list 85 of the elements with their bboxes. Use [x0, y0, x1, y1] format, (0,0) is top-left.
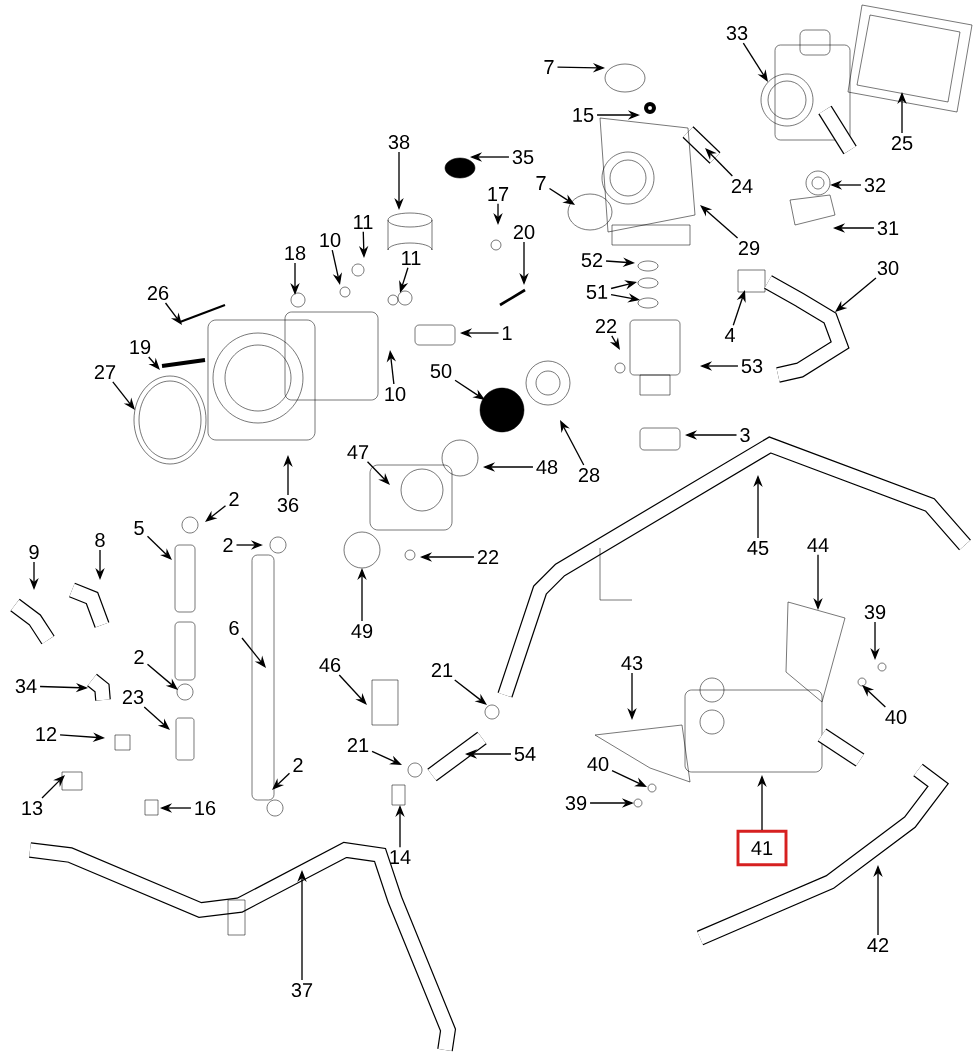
- callout-number: 7: [544, 60, 554, 74]
- callout-number: 2: [134, 650, 144, 664]
- callout-number: 25: [891, 135, 913, 151]
- leader-line: [143, 706, 170, 730]
- callout-number: 11: [402, 251, 421, 265]
- callout-number: 11: [354, 215, 373, 229]
- leader-line: [272, 772, 291, 790]
- callout-number: 3: [740, 427, 750, 443]
- callout-number: 47: [347, 445, 369, 459]
- leader-line: [148, 356, 160, 370]
- callout-number: 20: [513, 224, 535, 240]
- callout-number: 48: [536, 459, 558, 475]
- callout-number: 37: [291, 982, 313, 998]
- callout-number: 36: [277, 497, 299, 513]
- callout-number: 39: [565, 795, 587, 811]
- callout-number: 21: [347, 738, 369, 752]
- callout-number: 15: [573, 108, 594, 122]
- leader-line: [112, 381, 135, 410]
- callout-number: 27: [94, 365, 116, 379]
- callout-number: 52: [581, 252, 603, 268]
- leader-line: [560, 420, 585, 466]
- callout-number: 34: [15, 678, 37, 694]
- callout-number: 5: [134, 521, 144, 535]
- callout-number: 44: [807, 538, 829, 552]
- leader-line: [338, 674, 367, 705]
- callout-number: 32: [864, 177, 886, 193]
- callout-number: 42: [867, 938, 889, 952]
- callout-number: 8: [95, 532, 105, 548]
- callout-number: 38: [388, 134, 410, 150]
- callout-number: 2: [293, 758, 303, 772]
- callout-number: 16: [195, 800, 216, 816]
- callout-number: 21: [431, 663, 453, 677]
- callout-number: 45: [747, 541, 769, 555]
- leader-line: [164, 302, 182, 325]
- callout-number: 14: [390, 850, 411, 864]
- callout-number: 18: [285, 245, 306, 261]
- callout-number: 30: [877, 260, 899, 276]
- callout-number: 26: [147, 285, 169, 301]
- callout-number: 33: [726, 25, 748, 41]
- callout-number: 46: [319, 657, 341, 673]
- callout-number: 40: [885, 709, 907, 725]
- callout-number: 50: [430, 363, 452, 379]
- leader-line: [705, 148, 733, 177]
- callout-number: 51: [586, 285, 608, 299]
- callout-number: 35: [512, 149, 534, 165]
- callout-number: 28: [578, 467, 600, 483]
- callout-number: 22: [477, 550, 499, 564]
- callout-number: 7: [536, 176, 546, 190]
- callout-number: 2: [229, 492, 239, 506]
- callout-number: 13: [22, 800, 43, 816]
- leader-line: [241, 637, 266, 668]
- callout-number: 49: [351, 623, 373, 639]
- leader-line: [205, 505, 227, 522]
- callout-number: 41: [736, 829, 788, 867]
- callout-number: 53: [741, 358, 763, 374]
- leader-line: [454, 379, 485, 400]
- callout-number: 17: [488, 187, 509, 201]
- callout-number: 2: [223, 538, 233, 552]
- leader-line: [700, 205, 739, 239]
- leader-line: [548, 187, 575, 205]
- callout-number: 23: [122, 689, 144, 705]
- leader-line: [366, 461, 390, 485]
- callout-number: 9: [29, 544, 39, 560]
- callout-number: 10: [385, 386, 406, 402]
- callout-number: 24: [731, 179, 753, 193]
- callout-number: 29: [738, 240, 760, 256]
- callout-number: 43: [621, 655, 643, 671]
- callout-number: 6: [229, 620, 239, 636]
- callout-number: 19: [130, 339, 151, 355]
- callout-number: 10: [320, 232, 341, 248]
- leader-line: [454, 679, 487, 705]
- callout-number: 12: [36, 727, 57, 741]
- callout-number: 39: [864, 604, 886, 620]
- callout-number: 4: [724, 328, 735, 342]
- leader-line: [146, 663, 178, 690]
- callout-number: 31: [877, 220, 899, 236]
- callout-number: 54: [514, 747, 536, 761]
- leader-line: [742, 42, 768, 82]
- callout-number: 22: [595, 319, 617, 333]
- leader-line: [862, 685, 887, 708]
- leader-line: [146, 535, 172, 560]
- callout-number: 40: [587, 756, 609, 772]
- leader-line: [41, 775, 65, 799]
- leader-line: [835, 277, 877, 312]
- callout-number: 1: [502, 326, 512, 340]
